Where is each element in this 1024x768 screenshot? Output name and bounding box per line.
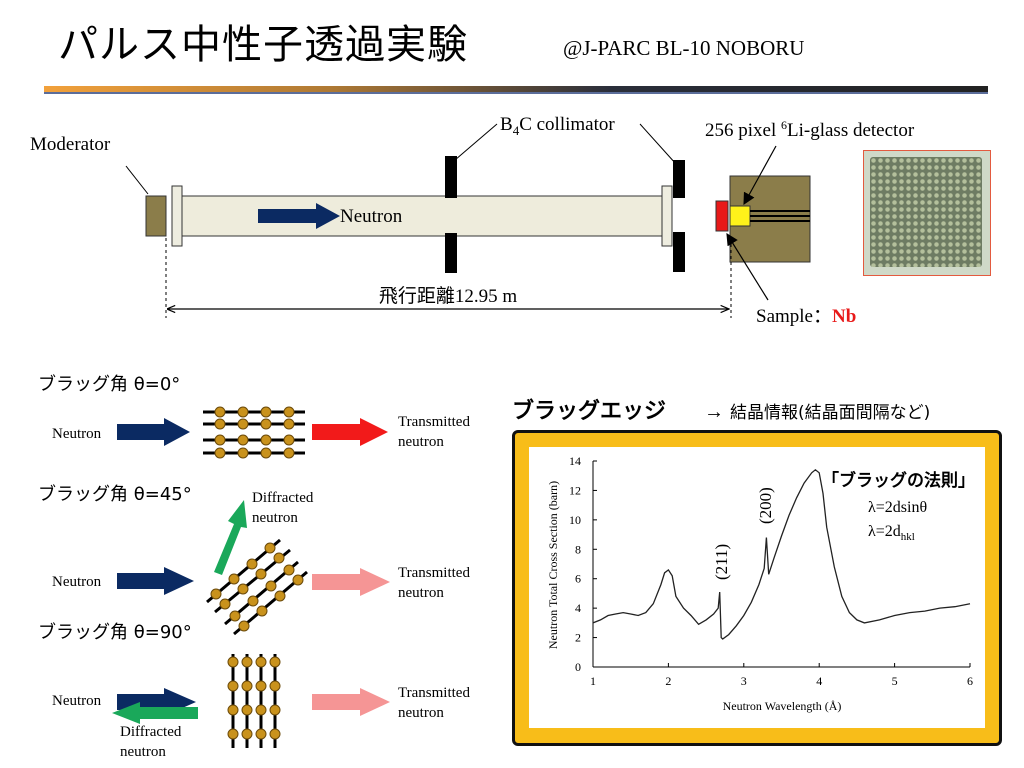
bragg-case-0-lattice (203, 406, 305, 459)
bragg-case-1-out-label-1: Transmitted (398, 565, 470, 581)
bragg-case-2-out-label-1: Transmitted (398, 685, 470, 701)
chart-x-axis-label: Neutron Wavelength (Å) (723, 699, 842, 713)
beam-neutron-arrow (258, 203, 340, 229)
bragg-case-2-in-label: Neutron (52, 693, 102, 709)
y-tick-label: 0 (575, 660, 581, 674)
bragg-case-0-in-arrow (117, 418, 190, 446)
moderator-label: Moderator (30, 134, 111, 155)
bragg-case-2-lattice (227, 654, 281, 748)
collimator-label: B4C collimator (500, 114, 615, 138)
y-tick-label: 14 (569, 454, 581, 468)
y-tick-label: 12 (569, 483, 581, 497)
bragg-case-1-out-label-2: neutron (398, 585, 444, 601)
chart-y-axis-label: Neutron Total Cross Section (barn) (546, 481, 560, 649)
detector-label: 256 pixel 6Li-glass detector (705, 118, 915, 141)
detector-pointer (743, 145, 777, 206)
title-divider (44, 86, 988, 92)
chart-annotation-200: (200) (756, 487, 775, 524)
bragg-case-0-heading: ブラッグ角 θ=0° (38, 373, 180, 395)
bragg-case-1-diff-label-2: neutron (252, 510, 298, 526)
detector-glass (729, 205, 751, 227)
x-tick-label: 1 (590, 674, 596, 688)
bragg-edge-arrow: → (704, 401, 724, 423)
moderator-block (145, 195, 167, 237)
bragg-case-1-out-arrow (312, 568, 390, 596)
x-tick-label: 3 (741, 674, 747, 688)
bragg-case-0-out-label-2: neutron (398, 434, 444, 450)
bragg-law-eq-1: λ=2dsinθ (868, 499, 927, 516)
collimator-lower-1 (445, 233, 457, 273)
bragg-case-0-out-label-1: Transmitted (398, 414, 470, 430)
bragg-edge-note: 結晶情報(結晶面間隔など) (730, 403, 930, 423)
beam-neutron-label: Neutron (340, 206, 403, 227)
x-tick-label: 4 (816, 674, 822, 688)
bragg-case-1-lattice (206, 538, 308, 636)
y-tick-label: 8 (575, 542, 581, 556)
title-divider-accent (44, 92, 988, 94)
bragg-case-0-in-label: Neutron (52, 426, 102, 442)
collimator-lower-2 (673, 232, 685, 272)
bragg-law-eq-2: λ=2dhkl (868, 523, 915, 543)
y-tick-label: 4 (575, 601, 581, 615)
bragg-case-1-diff-arrow (214, 500, 247, 575)
bragg-law-title: 「ブラッグの法則」 (822, 470, 975, 491)
sample-pointer (726, 232, 769, 301)
y-tick-label: 6 (575, 572, 581, 586)
collimator-pointer-2 (639, 123, 677, 165)
bragg-case-2-diff-label-2: neutron (120, 744, 166, 760)
beam-tube-flange-right (661, 185, 673, 247)
collimator-pointer-1 (454, 123, 498, 161)
bragg-case-2-out-arrow (312, 688, 390, 716)
bragg-case-1-in-arrow (117, 567, 194, 595)
collimator-upper-1 (445, 156, 457, 198)
x-tick-label: 2 (665, 674, 671, 688)
bragg-case-2-out-label-2: neutron (398, 705, 444, 721)
beam-tube-flange-left (171, 185, 183, 247)
chart-annotation-211: (211) (712, 544, 731, 580)
bragg-edge-heading: ブラッグエッジ (512, 398, 666, 424)
moderator-pointer (125, 165, 149, 195)
y-tick-label: 10 (569, 513, 581, 527)
detector-pixel-array (870, 157, 982, 267)
bragg-case-2-heading: ブラッグ角 θ=90° (38, 621, 192, 643)
facility-subtitle: @J-PARC BL-10 NOBORU (563, 36, 805, 60)
page-title: パルス中性子透過実験 (58, 22, 468, 68)
collimator-upper-2 (673, 160, 685, 198)
cross-section-series-line (592, 468, 971, 640)
sample-block (715, 200, 729, 232)
x-tick-label: 6 (967, 674, 973, 688)
bragg-case-0-out-arrow (312, 418, 388, 446)
beam-tube (181, 195, 665, 237)
bragg-case-1-diff-label-1: Diffracted (252, 490, 314, 506)
x-tick-label: 5 (892, 674, 898, 688)
flight-distance-label: 飛行距離12.95 m (379, 285, 518, 307)
bragg-case-2-diff-label-1: Diffracted (120, 724, 182, 740)
bragg-case-1-heading: ブラッグ角 θ=45° (38, 483, 192, 505)
bragg-case-1-in-label: Neutron (52, 574, 102, 590)
y-tick-label: 2 (575, 631, 581, 645)
sample-label: Sample：Nb (756, 306, 856, 327)
bragg-case-2-diff-arrow (112, 702, 198, 724)
